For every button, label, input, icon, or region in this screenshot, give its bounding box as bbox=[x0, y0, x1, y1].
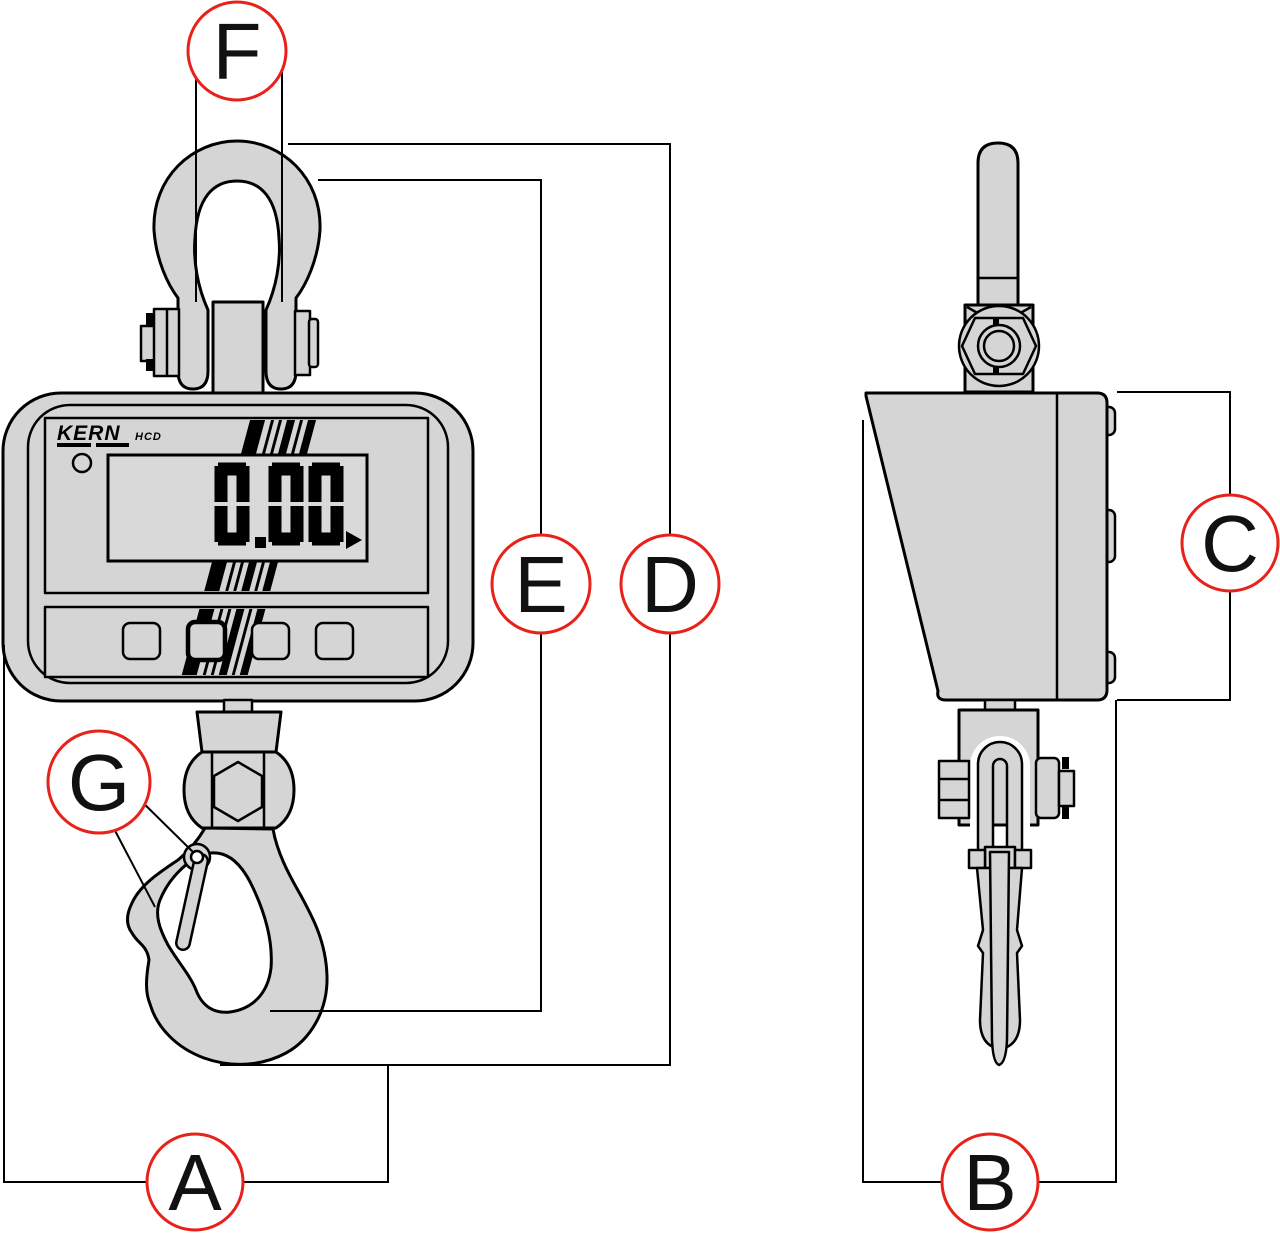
side-body bbox=[864, 391, 1109, 702]
callout-b bbox=[940, 1132, 1040, 1232]
side-bolt-head-inner bbox=[982, 329, 1016, 363]
callout-letter-g: G bbox=[68, 738, 130, 827]
display-housing-inner bbox=[26, 403, 450, 685]
button-2 bbox=[185, 619, 228, 663]
button-4 bbox=[314, 621, 355, 661]
callout-a bbox=[145, 1132, 245, 1232]
safety-latch bbox=[175, 842, 212, 951]
button-3 bbox=[250, 621, 291, 661]
callout-f bbox=[186, 0, 288, 102]
cotter-pin-bottom bbox=[146, 359, 155, 371]
front-view: KERN HCD bbox=[1, 139, 475, 1066]
lcd-value bbox=[214, 462, 344, 548]
callout-letter-c: C bbox=[1201, 499, 1259, 588]
callout-letter-e: E bbox=[514, 540, 567, 629]
hook-top-block bbox=[195, 710, 283, 754]
side-view bbox=[864, 141, 1117, 1067]
hook-assembly bbox=[126, 698, 329, 1066]
status-led bbox=[71, 452, 93, 474]
side-bolt-washer bbox=[1057, 769, 1076, 808]
callout-g bbox=[46, 729, 152, 835]
cotter-pin-top bbox=[146, 313, 155, 325]
brand-logo: KERN bbox=[57, 422, 121, 445]
hook-connector-tab bbox=[222, 698, 254, 714]
side-bolt-nut-left bbox=[937, 759, 971, 820]
side-bolt-head-right bbox=[1034, 756, 1061, 820]
callout-letter-b: B bbox=[963, 1138, 1016, 1227]
callout-markers: F G E D C A B bbox=[46, 0, 1280, 1232]
callout-c bbox=[1180, 493, 1280, 593]
side-shackle-bar bbox=[976, 141, 1020, 310]
button-1 bbox=[121, 621, 162, 661]
callout-e bbox=[490, 533, 592, 635]
side-shackle-loop bbox=[976, 740, 1024, 870]
side-hook bbox=[967, 845, 1033, 1067]
callout-d bbox=[619, 533, 721, 635]
latch-pivot bbox=[189, 849, 205, 865]
callout-letter-d: D bbox=[641, 540, 699, 629]
callout-letter-f: F bbox=[213, 7, 262, 96]
display-unit: KERN HCD bbox=[1, 391, 475, 703]
model-label: HCD bbox=[135, 431, 162, 443]
brand-underline-1 bbox=[57, 443, 91, 447]
shackle-pin-head-cap bbox=[307, 317, 320, 369]
callout-letter-a: A bbox=[168, 1138, 222, 1227]
swivel-hex-nut bbox=[212, 760, 264, 823]
brand-underline-2 bbox=[96, 443, 129, 447]
shackle-pin-block bbox=[211, 300, 265, 396]
lcd-pointer-icon bbox=[346, 531, 362, 549]
side-hook-blade bbox=[988, 850, 1011, 1067]
